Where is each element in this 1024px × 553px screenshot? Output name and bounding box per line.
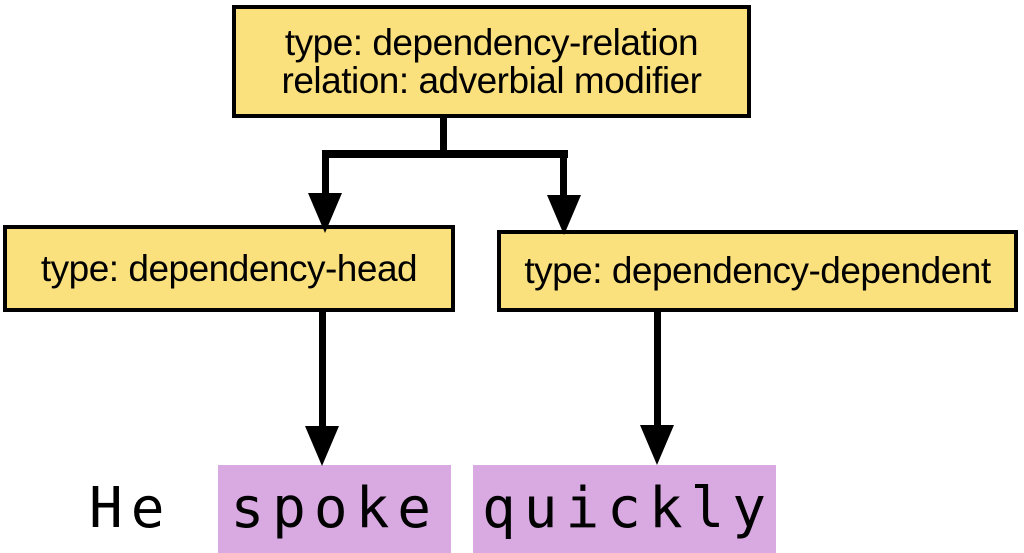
- arrow-line-head-to-spoke: [319, 308, 326, 430]
- trunk-line: [440, 114, 447, 158]
- token-he: He: [89, 476, 173, 541]
- token-quickly-highlighted: quickly: [473, 465, 777, 553]
- relation-node-type-line: type: dependency-relation: [284, 21, 699, 63]
- head-node-label: type: dependency-head: [40, 247, 418, 289]
- arrowhead-to-dependent-icon: [547, 195, 581, 235]
- token-spoke-highlighted: spoke: [218, 465, 452, 553]
- head-node: type: dependency-head: [3, 225, 455, 312]
- dependent-node-label: type: dependency-dependent: [524, 250, 991, 291]
- arrowhead-to-quickly-icon: [640, 425, 674, 465]
- dependent-node: type: dependency-dependent: [497, 230, 1018, 312]
- arrowhead-to-head-icon: [308, 193, 342, 233]
- relation-node-relation-line: relation: adverbial modifier: [281, 59, 702, 101]
- branch-line-to-dependent: [560, 150, 567, 203]
- arrowhead-to-spoke-icon: [305, 426, 339, 466]
- arrow-line-dependent-to-quickly: [654, 308, 661, 429]
- relation-node: type: dependency-relation relation: adve…: [232, 5, 751, 118]
- branch-line-to-head: [322, 150, 329, 200]
- branch-crossbar-line: [322, 150, 568, 158]
